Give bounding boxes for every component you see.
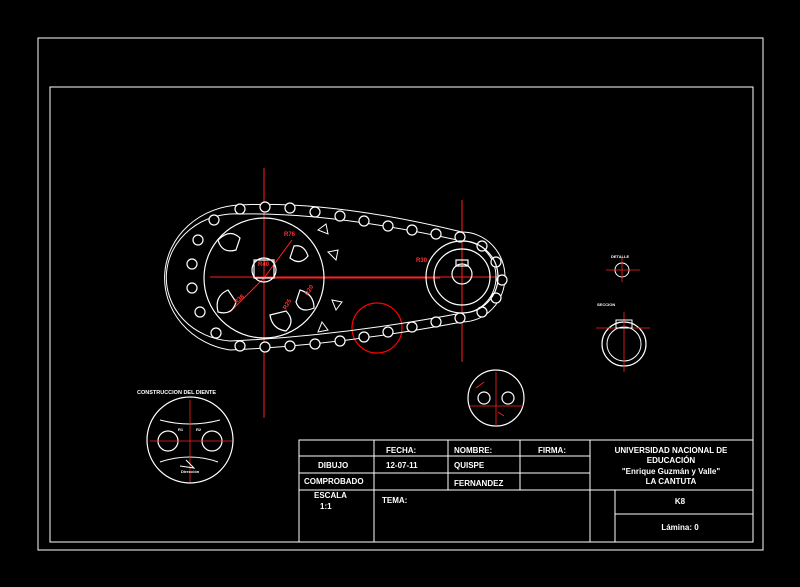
tooth-radius-label-b: R2 [196, 427, 202, 432]
firma-header: FIRMA: [538, 446, 566, 455]
tooth-construction-label: CONSTRUCCION DEL DIENTE [137, 390, 216, 396]
dim-label-right-b: R30 [416, 258, 428, 264]
university-line-1: UNIVERSIDAD NACIONAL DE [615, 446, 728, 455]
dim-label-top: R76 [284, 232, 296, 238]
tooth-direction-label: Dirección [181, 469, 200, 474]
dim-label-right-a: R20 [305, 284, 316, 297]
dim-label-left-a: R38 [233, 293, 246, 305]
comprobado-label: COMPROBADO [304, 477, 364, 486]
university-line-4: LA CANTUTA [646, 477, 697, 486]
side-view-top: DETALLE [606, 254, 640, 282]
drawing-code: K8 [675, 497, 686, 506]
side-view-top-label: DETALLE [611, 254, 629, 259]
large-sprocket-teeth [316, 223, 343, 333]
escala-value: 1:1 [320, 502, 332, 511]
nombre-header: NOMBRE: [454, 446, 492, 455]
lamina-number: Lámina: 0 [661, 523, 699, 532]
tooth-construction-detail: CONSTRUCCION DEL DIENTE Dirección R1 R2 [137, 390, 234, 484]
dim-label-small-sprocket: R40 [258, 262, 270, 268]
small-sprocket [425, 240, 499, 314]
center-lines [210, 168, 500, 418]
fecha-header: FECHA: [386, 446, 416, 455]
title-block-text: FECHA: NOMBRE: FIRMA: DIBUJO 12-07-11 QU… [304, 446, 728, 532]
reference-circle [351, 302, 403, 354]
dibujo-label: DIBUJO [318, 461, 348, 470]
university-line-2: EDUCACIÓN [647, 456, 696, 465]
side-view-bottom: SECCION [596, 302, 650, 372]
chain-drive-assembly: R76 R38 R25 R20 R30 R40 [164, 168, 508, 418]
tooth-radius-label-a: R1 [178, 427, 184, 432]
university-line-3: "Enrique Guzmán y Valle" [622, 467, 720, 476]
dimension-labels: R76 R38 R25 R20 R30 R40 [233, 232, 427, 311]
tema-label: TEMA: [382, 496, 407, 505]
escala-label: ESCALA [314, 491, 347, 500]
dim-label-left-b: R25 [283, 298, 294, 311]
large-sprocket [203, 217, 325, 339]
side-view-bottom-label: SECCION [597, 302, 615, 307]
title-block [298, 439, 754, 543]
dibujo-nombre: QUISPE [454, 461, 485, 470]
comprobado-nombre: FERNANDEZ [454, 479, 503, 488]
roller-detail [467, 369, 525, 427]
dibujo-fecha: 12-07-11 [386, 461, 418, 470]
outer-border [37, 37, 764, 551]
